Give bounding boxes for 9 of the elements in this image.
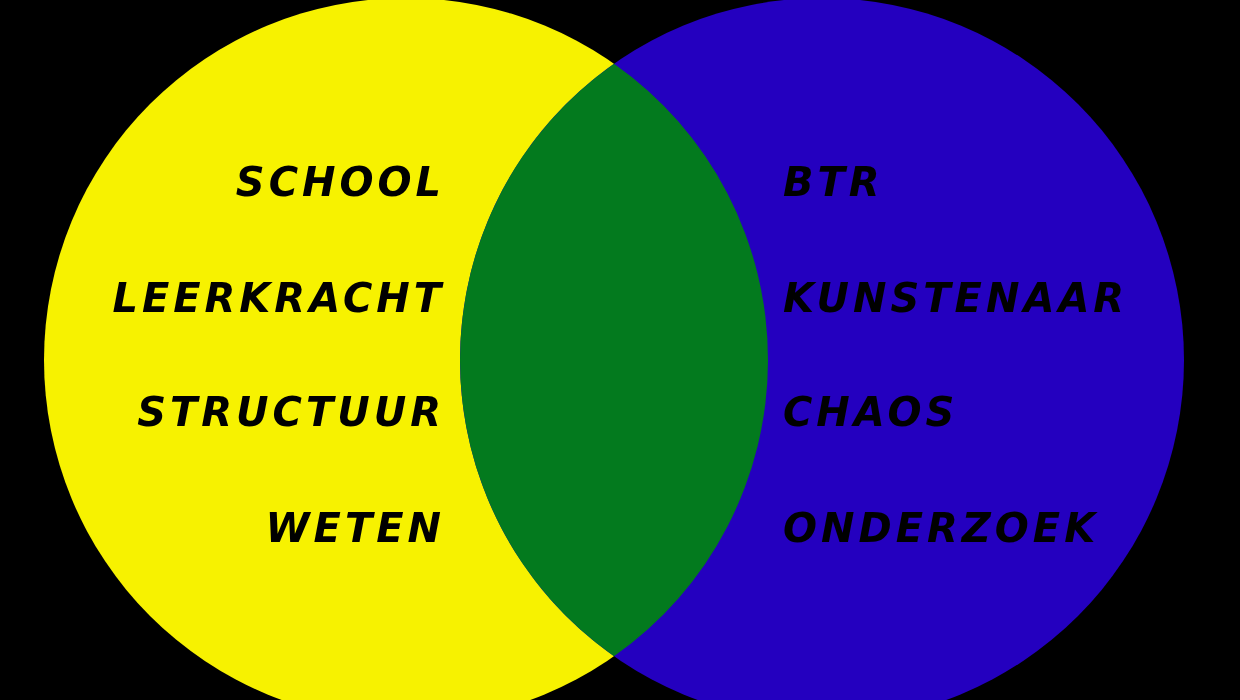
circle-label: WETEN: [265, 504, 445, 552]
circle-label: CHAOS: [783, 388, 959, 436]
circle-label: LEERKRACHT: [112, 274, 445, 322]
circle-label: STRUCTUUR: [137, 388, 445, 436]
circle-label: BTR: [783, 158, 884, 206]
circle-label: SCHOOL: [235, 158, 445, 206]
circle-label: ONDERZOEK: [783, 504, 1100, 552]
circle-label: KUNSTENAAR: [783, 274, 1129, 322]
overlap-region: [460, 63, 768, 657]
